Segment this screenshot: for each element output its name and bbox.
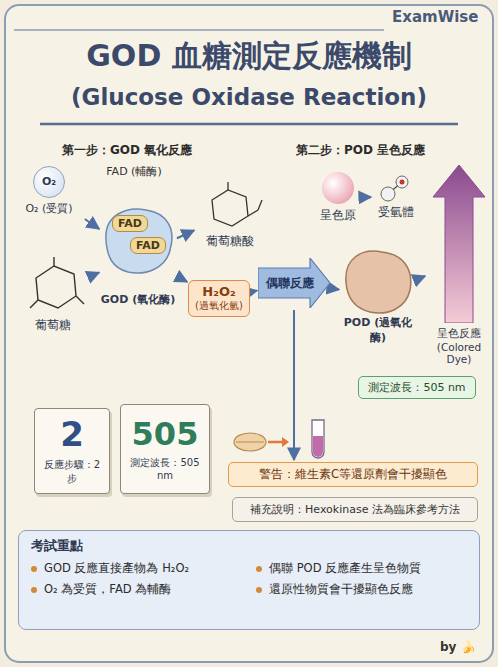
fad-badge: FAD	[130, 237, 166, 254]
node-text: 受氫體	[378, 204, 414, 221]
stat-card: 2 反應步驟：2 步	[34, 408, 110, 494]
substrate-o2: O₂ O₂ (受質)	[14, 166, 84, 222]
chromogen: 呈色原	[312, 172, 364, 224]
bullet-dot	[31, 587, 37, 593]
brand: ExamWise	[392, 8, 478, 26]
glucose-molecule: 葡萄糖	[14, 250, 92, 334]
warning-box: 警告：維生素C等還原劑會干擾顯色	[228, 462, 478, 487]
node-text: 補充說明：Hexokinase 法為臨床參考方法	[250, 502, 460, 517]
glucose-structure	[30, 257, 84, 308]
vitamin-c-tablet	[234, 433, 266, 451]
header-rule	[14, 29, 384, 31]
node-subtext: 反應步驟：2 步	[39, 458, 105, 486]
reaction-arrow	[177, 276, 187, 281]
gluconic-acid: 葡萄糖酸	[195, 178, 265, 250]
node-text: 偶聯反應	[266, 275, 322, 292]
step-heading: 第二步：POD 呈色反應	[296, 142, 425, 159]
node-subtext: (過氧化氫)	[195, 299, 243, 313]
pod-enzyme: POD (過氧化酶)	[340, 245, 416, 345]
node-text: 2	[60, 416, 84, 453]
reaction-arrow	[251, 291, 257, 292]
credit: by 🍌	[440, 640, 476, 654]
stat-card: 505 測定波長：505 nm	[120, 404, 210, 494]
bullet-row: GOD 反應直接產物為 H₂O₂	[31, 561, 242, 576]
reaction-arrow	[365, 196, 371, 198]
exam-point: 偶聯 POD 反應產生呈色物質	[269, 561, 421, 576]
reaction-arrow	[177, 230, 194, 238]
node-text: POD (過氧化酶)	[340, 315, 416, 345]
node-text: 葡萄糖酸	[206, 233, 254, 250]
node-subtext: 測定波長：505 nm	[125, 456, 205, 481]
god-enzyme: GOD (氧化酶) FAD FAD	[100, 205, 176, 307]
god-enzyme	[106, 209, 172, 273]
exam-points-box: 考試重點 GOD 反應直接產物為 H₂O₂ O₂ 為受質，FAD 為輔酶 偶聯 POD…	[18, 530, 480, 630]
note-box: 補充說明：Hexokinase 法為臨床參考方法	[232, 497, 478, 522]
step-heading: 第一步：GOD 氧化反應	[62, 142, 192, 159]
bullet-row: 偶聯 POD 反應產生呈色物質	[256, 561, 467, 576]
node-text: 葡萄糖	[35, 317, 71, 334]
chromogen-sphere	[322, 172, 354, 204]
exam-point: 還原性物質會干擾顯色反應	[269, 582, 413, 597]
acceptor-molecule	[376, 172, 416, 204]
reaction-arrow	[293, 310, 295, 460]
title: GOD 血糖測定反應機制	[0, 36, 498, 77]
node-text: FAD	[112, 215, 148, 232]
coenzyme-label: FAD (輔酶)	[104, 164, 164, 179]
node-text: 考試重點	[31, 537, 83, 555]
reaction-arrow	[417, 276, 425, 279]
node-text: GOD (氧化酶)	[101, 292, 175, 307]
h2o2-box: H₂O₂(過氧化氫)	[188, 280, 250, 317]
reaction-arrow	[85, 219, 99, 229]
node-text: 警告：維生素C等還原劑會干擾顯色	[259, 467, 447, 482]
colored-dye-arrow: 呈色反應 (Colored Dye)	[426, 160, 492, 365]
pod-enzyme	[346, 251, 411, 313]
reaction-arrow	[331, 288, 339, 289]
node-text: O₂	[33, 166, 65, 198]
bullet-dot	[256, 566, 262, 572]
node-text: 測定波長：505 nm	[368, 380, 465, 395]
node-text: FAD	[130, 237, 166, 254]
exam-point: O₂ 為受質，FAD 為輔酶	[44, 582, 171, 597]
node-text: H₂O₂	[202, 284, 235, 299]
coupling-arrow: 偶聯反應	[258, 258, 330, 308]
test-tube	[312, 420, 324, 458]
wavelength-callout: 測定波長：505 nm	[358, 376, 476, 399]
node-text: 呈色反應 (Colored Dye)	[426, 327, 492, 365]
fad-badge: FAD	[112, 215, 148, 232]
title-rule	[40, 123, 458, 126]
exam-points-grid: GOD 反應直接產物為 H₂O₂ O₂ 為受質，FAD 為輔酶 偶聯 POD 反應產…	[31, 561, 467, 597]
gluconic-acid-structure	[212, 182, 262, 226]
dye-arrow	[429, 163, 489, 323]
bullet-dot	[31, 566, 37, 572]
bullet-dot	[256, 587, 262, 593]
hydrogen-acceptor: 受氫體	[372, 172, 420, 221]
node-subtext: O₂ (受質)	[25, 201, 72, 216]
bullet-row: O₂ 為受質，FAD 為輔酶	[31, 582, 242, 597]
bullet-row: 還原性物質會干擾顯色反應	[256, 582, 467, 597]
reaction-arrow	[93, 272, 99, 275]
exam-point: GOD 反應直接產物為 H₂O₂	[44, 561, 189, 576]
node-text: 呈色原	[320, 207, 356, 224]
node-text: 505	[132, 417, 199, 452]
interference-arrow	[268, 437, 289, 447]
subtitle: (Glucose Oxidase Reaction)	[0, 84, 498, 110]
